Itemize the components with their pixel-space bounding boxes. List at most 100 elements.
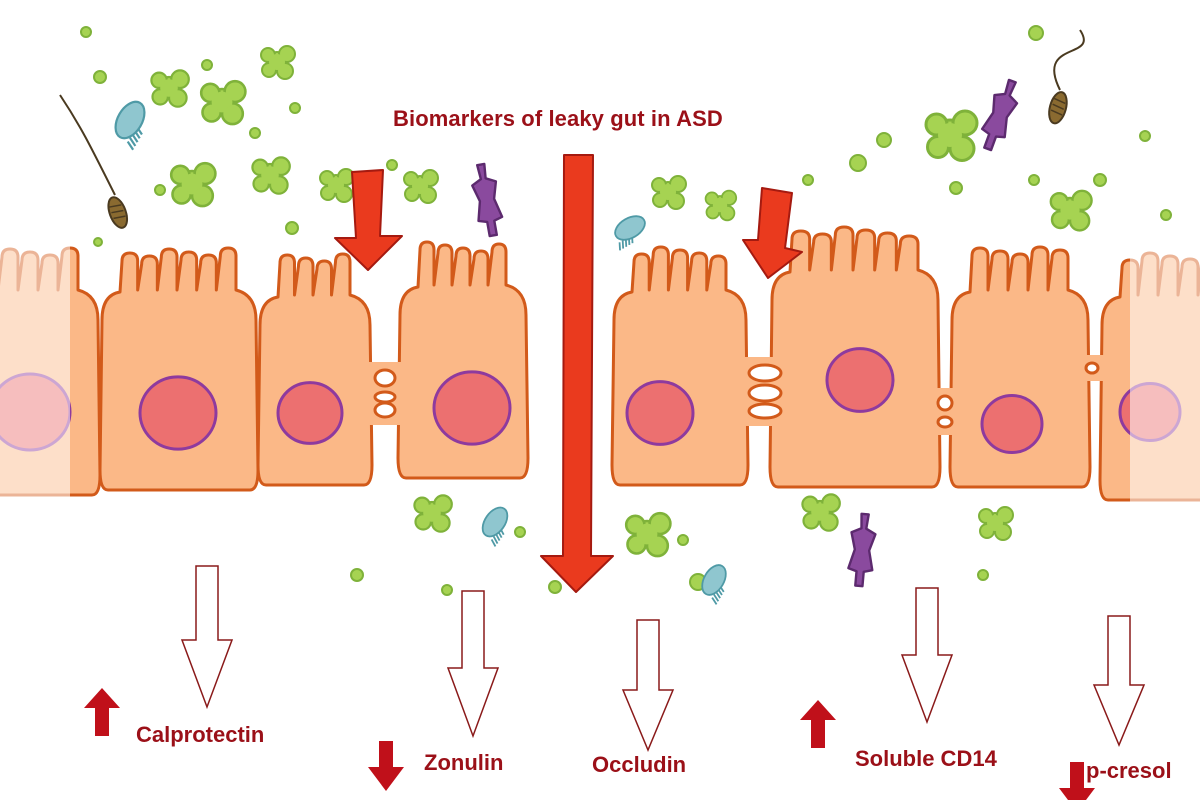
cluster-fill bbox=[660, 184, 676, 200]
tight-junction bbox=[373, 368, 397, 388]
cell-nucleus bbox=[980, 394, 1044, 454]
cluster-fill bbox=[956, 114, 974, 132]
protozoa bbox=[114, 100, 146, 151]
bacterium-coccus bbox=[80, 26, 92, 38]
cluster-fill bbox=[1072, 213, 1087, 228]
cilia bbox=[621, 240, 625, 249]
protein-molecule bbox=[980, 78, 1019, 152]
tight-junction bbox=[747, 383, 783, 403]
cluster-fill bbox=[938, 123, 962, 147]
protein-molecule bbox=[471, 162, 504, 238]
bacterium-coccus bbox=[154, 184, 166, 196]
cell-nucleus bbox=[625, 380, 695, 446]
cluster-fill bbox=[630, 537, 644, 551]
bacterium-coccus bbox=[1028, 25, 1044, 41]
cluster-fill bbox=[723, 192, 735, 204]
tight-junction bbox=[747, 402, 783, 420]
bacterium-cluster bbox=[413, 494, 453, 533]
cluster-fill bbox=[636, 523, 658, 545]
cilia bbox=[711, 597, 718, 605]
cluster-fill bbox=[1053, 195, 1066, 208]
bacterium-cluster bbox=[260, 45, 296, 80]
cluster-fill bbox=[406, 174, 416, 184]
cluster-fill bbox=[434, 516, 448, 530]
bacterium-cluster bbox=[169, 161, 217, 208]
bacterium-coccus bbox=[285, 221, 299, 235]
biomarker-label-p-cresol: p-cresol bbox=[1086, 758, 1172, 783]
cluster-fill bbox=[323, 188, 333, 198]
cluster-fill bbox=[224, 105, 241, 122]
bacterium-cluster bbox=[319, 168, 355, 203]
cluster-fill bbox=[999, 509, 1011, 521]
protozoa bbox=[701, 564, 727, 605]
epithelial-cell bbox=[256, 252, 374, 487]
cluster-fill bbox=[708, 207, 718, 217]
bacterium-cluster bbox=[704, 189, 738, 222]
bacterium-cluster bbox=[150, 69, 190, 108]
tight-junction bbox=[936, 394, 954, 412]
bacterium-cluster bbox=[801, 493, 841, 532]
pointer-arrow-zonulin bbox=[446, 590, 500, 739]
cluster-fill bbox=[655, 195, 665, 205]
bacterium-coccus bbox=[249, 127, 261, 139]
cluster-fill bbox=[281, 48, 293, 60]
cluster-fill bbox=[211, 91, 233, 113]
cluster-fill bbox=[160, 79, 178, 97]
trend-up-arrow-icon bbox=[800, 700, 836, 748]
protozoa-body bbox=[614, 215, 646, 241]
cluster-fill bbox=[930, 139, 946, 155]
cluster-fill bbox=[261, 166, 279, 184]
bacterium-coccus bbox=[441, 584, 453, 596]
cilia bbox=[492, 536, 499, 544]
cluster-fill bbox=[981, 511, 991, 521]
stripe bbox=[1050, 109, 1063, 116]
cilia bbox=[618, 242, 621, 251]
bacterium-coccus bbox=[514, 526, 526, 538]
cluster-fill bbox=[987, 515, 1003, 531]
cluster-fill bbox=[263, 50, 273, 60]
protein-shape bbox=[980, 78, 1019, 152]
cluster-fill bbox=[194, 187, 211, 204]
cluster-fill bbox=[205, 105, 219, 119]
cluster-fill bbox=[1060, 200, 1080, 220]
cluster-fill bbox=[670, 195, 682, 207]
bacterium-head bbox=[107, 196, 129, 229]
cluster-fill bbox=[628, 518, 642, 532]
cluster-fill bbox=[328, 177, 344, 193]
cluster-fill bbox=[175, 187, 189, 201]
bacterium-coccus bbox=[350, 568, 364, 582]
biomarker-label-calprotectin: Calprotectin bbox=[136, 722, 265, 747]
cluster-fill bbox=[672, 178, 684, 190]
tight-junction bbox=[747, 363, 783, 383]
pointer-arrow-soluble-cd14 bbox=[900, 587, 954, 725]
protozoa bbox=[614, 215, 646, 251]
protein-shape bbox=[847, 512, 877, 588]
cluster-fill bbox=[338, 188, 350, 200]
cluster-fill bbox=[171, 91, 185, 105]
bacterium-cluster bbox=[624, 511, 672, 558]
cilia bbox=[129, 137, 137, 147]
bacterium-coccus bbox=[802, 174, 814, 186]
protozoa-body bbox=[701, 564, 727, 596]
trend-up-arrow-icon bbox=[84, 688, 120, 736]
cluster-fill bbox=[424, 172, 436, 184]
cell-nucleus bbox=[276, 381, 344, 445]
pointer-arrow-p-cresol bbox=[1092, 615, 1146, 747]
biomarker-pointer-arrows bbox=[180, 565, 1146, 752]
bacterium-cluster bbox=[651, 175, 687, 210]
bacterium-coccus bbox=[876, 132, 892, 148]
cluster-fill bbox=[707, 194, 717, 204]
cluster-fill bbox=[1054, 213, 1067, 226]
bacterium-coccus bbox=[949, 181, 963, 195]
flagellum bbox=[59, 94, 116, 196]
cluster-fill bbox=[423, 504, 441, 522]
cilia bbox=[126, 140, 135, 151]
epithelial-cell bbox=[610, 245, 750, 487]
flagellum bbox=[1053, 29, 1085, 91]
bacterium-coccus bbox=[1139, 130, 1151, 142]
cluster-fill bbox=[254, 161, 266, 173]
diagram-title: Biomarkers of leaky gut in ASD bbox=[393, 106, 723, 131]
cluster-fill bbox=[804, 498, 816, 510]
cluster-fill bbox=[173, 168, 187, 182]
